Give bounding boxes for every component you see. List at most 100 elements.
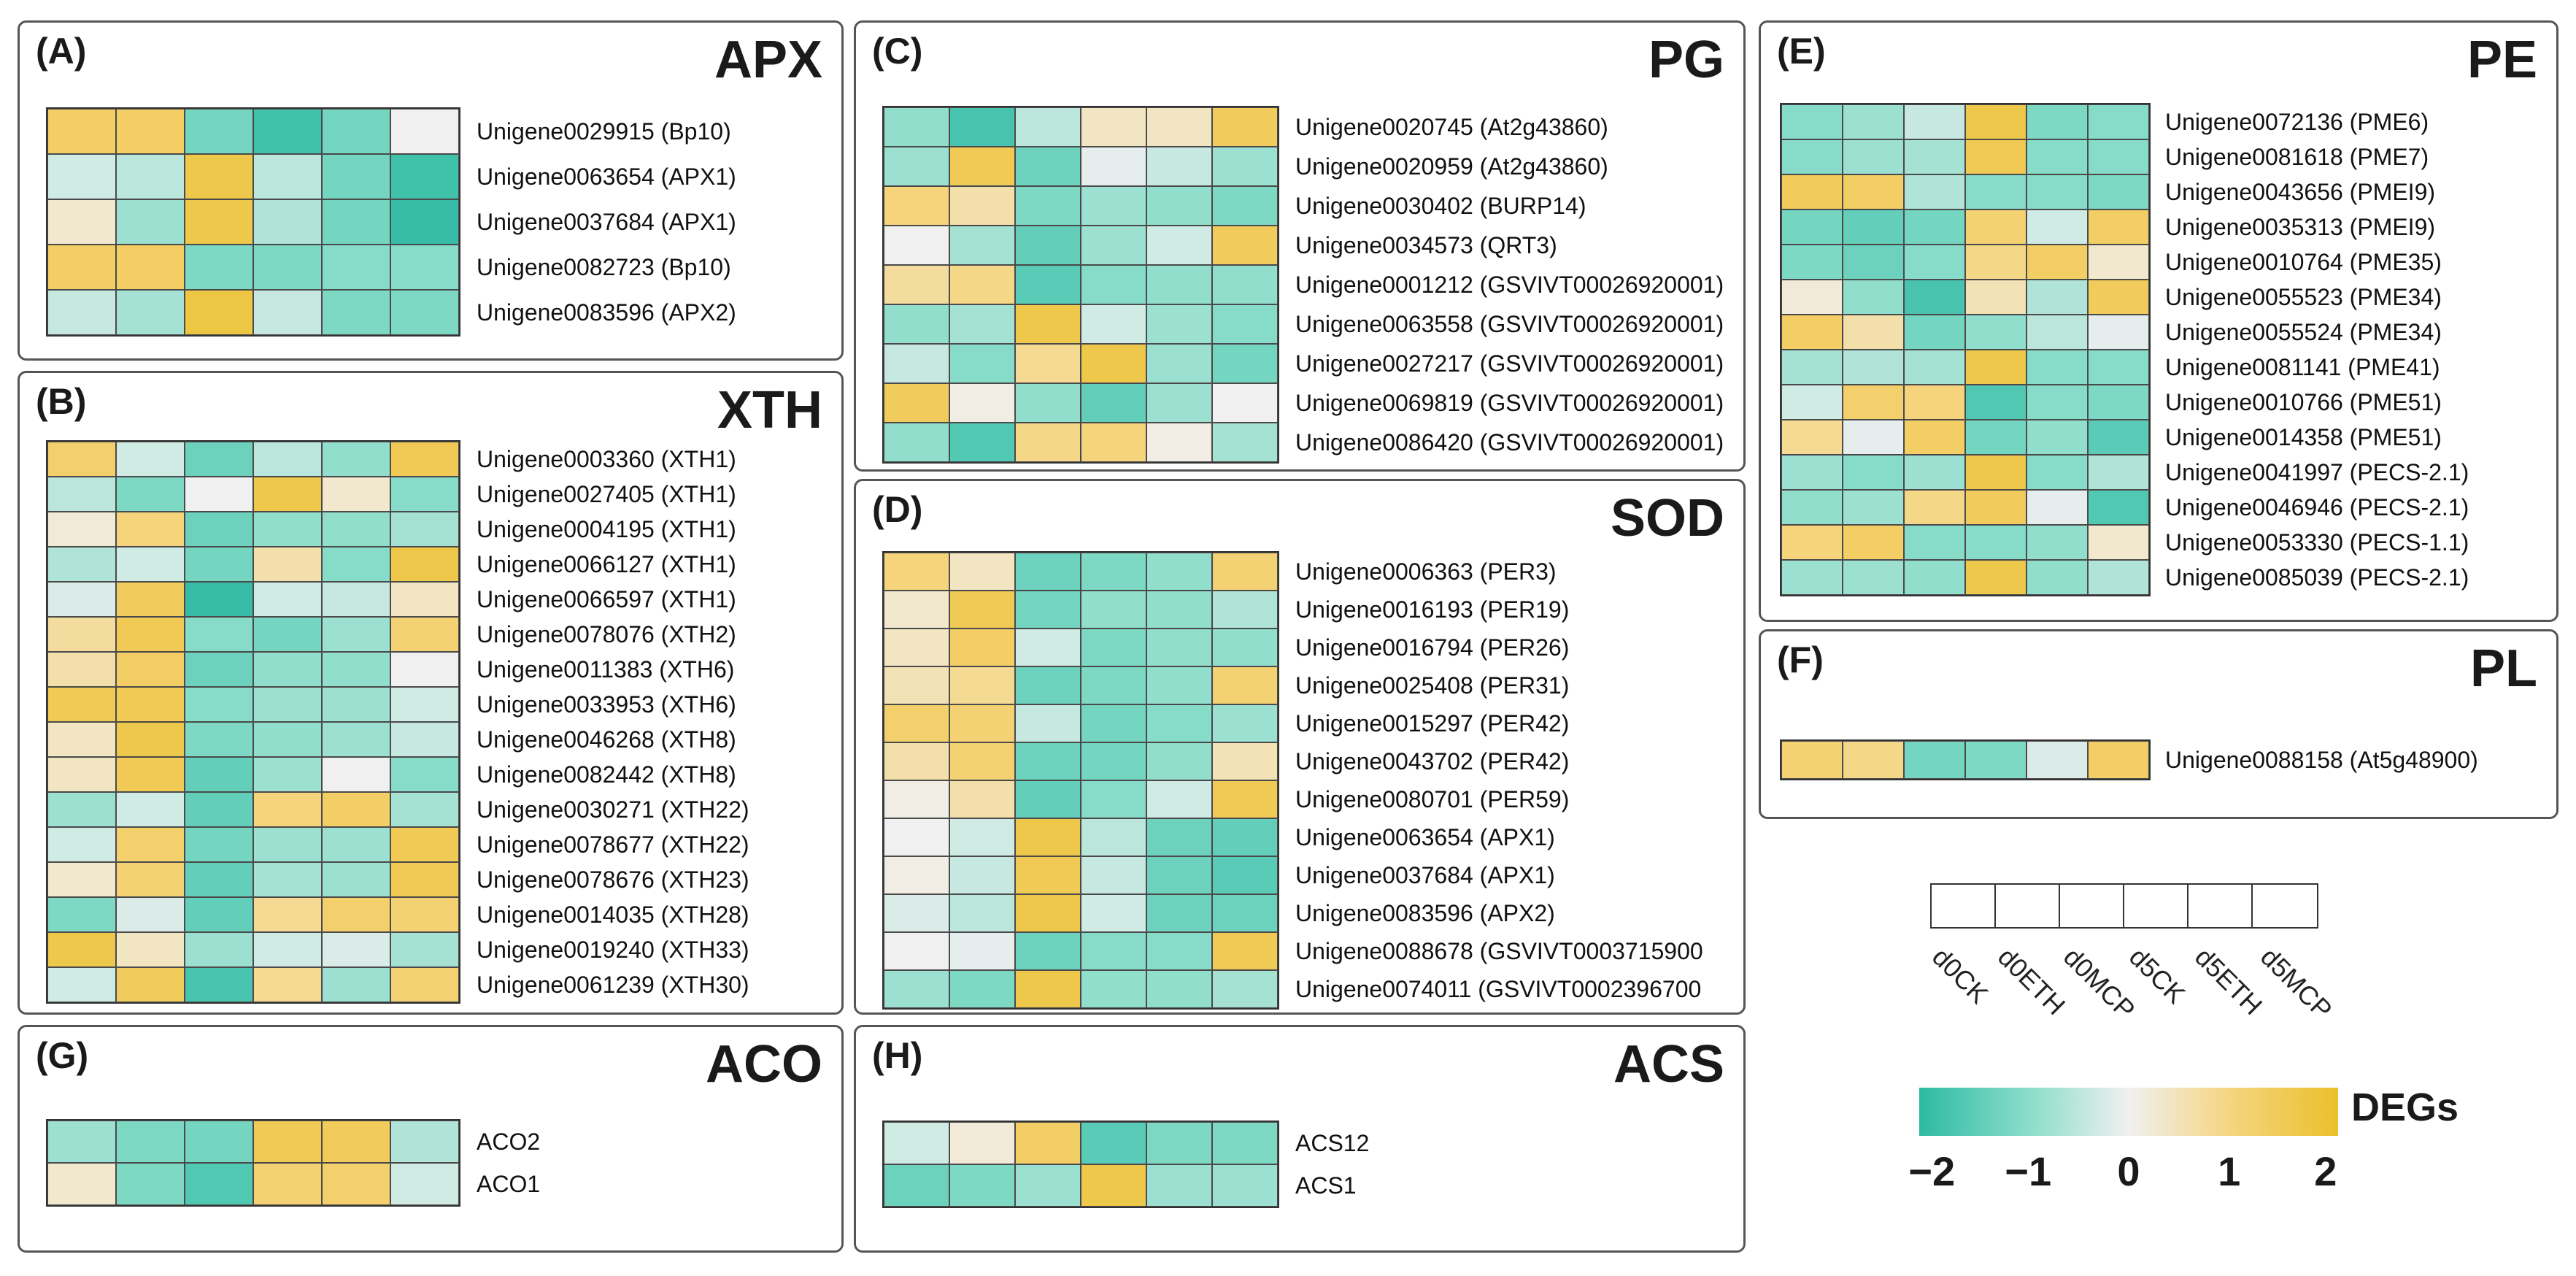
- heatmap-cell: [390, 652, 459, 687]
- column-label: d5MCP: [2255, 942, 2338, 1025]
- heatmap-grid: [46, 107, 460, 337]
- heatmap-cell: [1904, 315, 1965, 350]
- heatmap-cell: [322, 512, 390, 547]
- heatmap-cell: [2088, 455, 2149, 490]
- panel-letter: (D): [872, 489, 923, 530]
- heatmap-cell: [2027, 350, 2088, 385]
- heatmap-cell: [390, 687, 459, 722]
- heatmap-cell: [253, 827, 322, 862]
- heatmap-cell: [1015, 186, 1081, 226]
- row-label: Unigene0083596 (APX2): [1295, 899, 1555, 926]
- heatmap-cell: [1904, 350, 1965, 385]
- heatmap-cell: [1146, 265, 1212, 304]
- row-label: Unigene0010766 (PME51): [2165, 388, 2442, 415]
- row-label: Unigene0011383 (XTH6): [477, 656, 735, 683]
- heatmap-cell: [1904, 280, 1965, 315]
- colorbar-tick: −1: [2005, 1148, 2052, 1194]
- heatmap-cell: [1015, 147, 1081, 186]
- heatmap-cell: [1081, 932, 1146, 970]
- row-label: Unigene0025408 (PER31): [1295, 672, 1570, 699]
- heatmap-cell: [1015, 1164, 1081, 1207]
- heatmap-cell: [253, 722, 322, 757]
- heatmap-cell: [1015, 553, 1081, 591]
- heatmap-cell: [322, 687, 390, 722]
- heatmap-cell: [1015, 818, 1081, 856]
- heatmap-cell: [185, 109, 253, 154]
- heatmap-cell: [1081, 383, 1146, 423]
- heatmap-cell: [1015, 591, 1081, 629]
- heatmap-cell: [1146, 856, 1212, 894]
- row-label: Unigene0004195 (XTH1): [477, 515, 736, 542]
- heatmap-cell: [1146, 666, 1212, 704]
- heatmap-cell: [1212, 856, 1278, 894]
- heatmap-cell: [1015, 1122, 1081, 1164]
- heatmap-cell: [1081, 226, 1146, 265]
- heatmap-cell: [1081, 1164, 1146, 1207]
- heatmap-cell: [253, 512, 322, 547]
- heatmap-cell: [185, 442, 253, 477]
- heatmap-cell: [1081, 970, 1146, 1008]
- heatmap-cell: [2088, 385, 2149, 420]
- heatmap-cell: [185, 512, 253, 547]
- heatmap-grid: [882, 551, 1279, 1010]
- row-label: Unigene0074011 (GSVIVT0002396700: [1295, 975, 1702, 1002]
- heatmap-cell: [884, 1164, 949, 1207]
- heatmap-cell: [949, 666, 1015, 704]
- heatmap-cell: [884, 970, 949, 1008]
- heatmap-cell: [390, 547, 459, 582]
- heatmap-cell: [1146, 304, 1212, 344]
- heatmap-cell: [949, 856, 1015, 894]
- heatmap-cell: [116, 827, 185, 862]
- row-label: Unigene0001212 (GSVIVT00026920001): [1295, 271, 1724, 298]
- heatmap-cell: [1146, 107, 1212, 147]
- heatmap-cell: [1904, 104, 1965, 139]
- heatmap-cell: [1015, 704, 1081, 742]
- heatmap-cell: [390, 932, 459, 967]
- row-label: Unigene0030402 (BURP14): [1295, 192, 1586, 219]
- heatmap-cell: [884, 818, 949, 856]
- heatmap-cell: [47, 792, 116, 827]
- heatmap-cell: [185, 477, 253, 512]
- heatmap-cell: [2088, 420, 2149, 455]
- heatmap-cell: [2088, 741, 2149, 779]
- heatmap-cell: [47, 109, 116, 154]
- heatmap-cell: [185, 290, 253, 335]
- heatmap-cell: [949, 1164, 1015, 1207]
- row-label: Unigene0081618 (PME7): [2165, 143, 2429, 170]
- heatmap-grid: [882, 106, 1279, 464]
- heatmap-cell: [949, 553, 1015, 591]
- heatmap-cell: [884, 780, 949, 818]
- panel-title: XTH: [717, 381, 822, 439]
- heatmap-cell: [949, 383, 1015, 423]
- heatmap-cell: [2027, 525, 2088, 560]
- panel-title: PE: [2467, 31, 2537, 89]
- heatmap-cell: [185, 245, 253, 290]
- heatmap-cell: [116, 245, 185, 290]
- heatmap-cell: [253, 245, 322, 290]
- heatmap-cell: [1781, 490, 1843, 525]
- heatmap-cell: [116, 442, 185, 477]
- heatmap-cell: [884, 344, 949, 383]
- heatmap-cell: [2088, 560, 2149, 595]
- heatmap-cell: [390, 109, 459, 154]
- heatmap-cell: [1965, 525, 2027, 560]
- heatmap-cell: [949, 147, 1015, 186]
- heatmap-cell: [949, 970, 1015, 1008]
- heatmap-cell: [2088, 210, 2149, 245]
- heatmap-cell: [1081, 591, 1146, 629]
- heatmap-cell: [1146, 704, 1212, 742]
- panel-title: ACO: [706, 1035, 822, 1094]
- heatmap-cell: [884, 147, 949, 186]
- heatmap-cell: [1843, 315, 1904, 350]
- heatmap-cell: [253, 652, 322, 687]
- row-label: Unigene0086420 (GSVIVT00026920001): [1295, 428, 1724, 456]
- row-label: Unigene0003360 (XTH1): [477, 445, 736, 472]
- heatmap-cell: [949, 304, 1015, 344]
- row-label: Unigene0020959 (At2g43860): [1295, 153, 1608, 180]
- heatmap-cell: [1146, 970, 1212, 1008]
- heatmap-cell: [1146, 629, 1212, 666]
- heatmap-cell: [253, 109, 322, 154]
- heatmap-cell: [1146, 186, 1212, 226]
